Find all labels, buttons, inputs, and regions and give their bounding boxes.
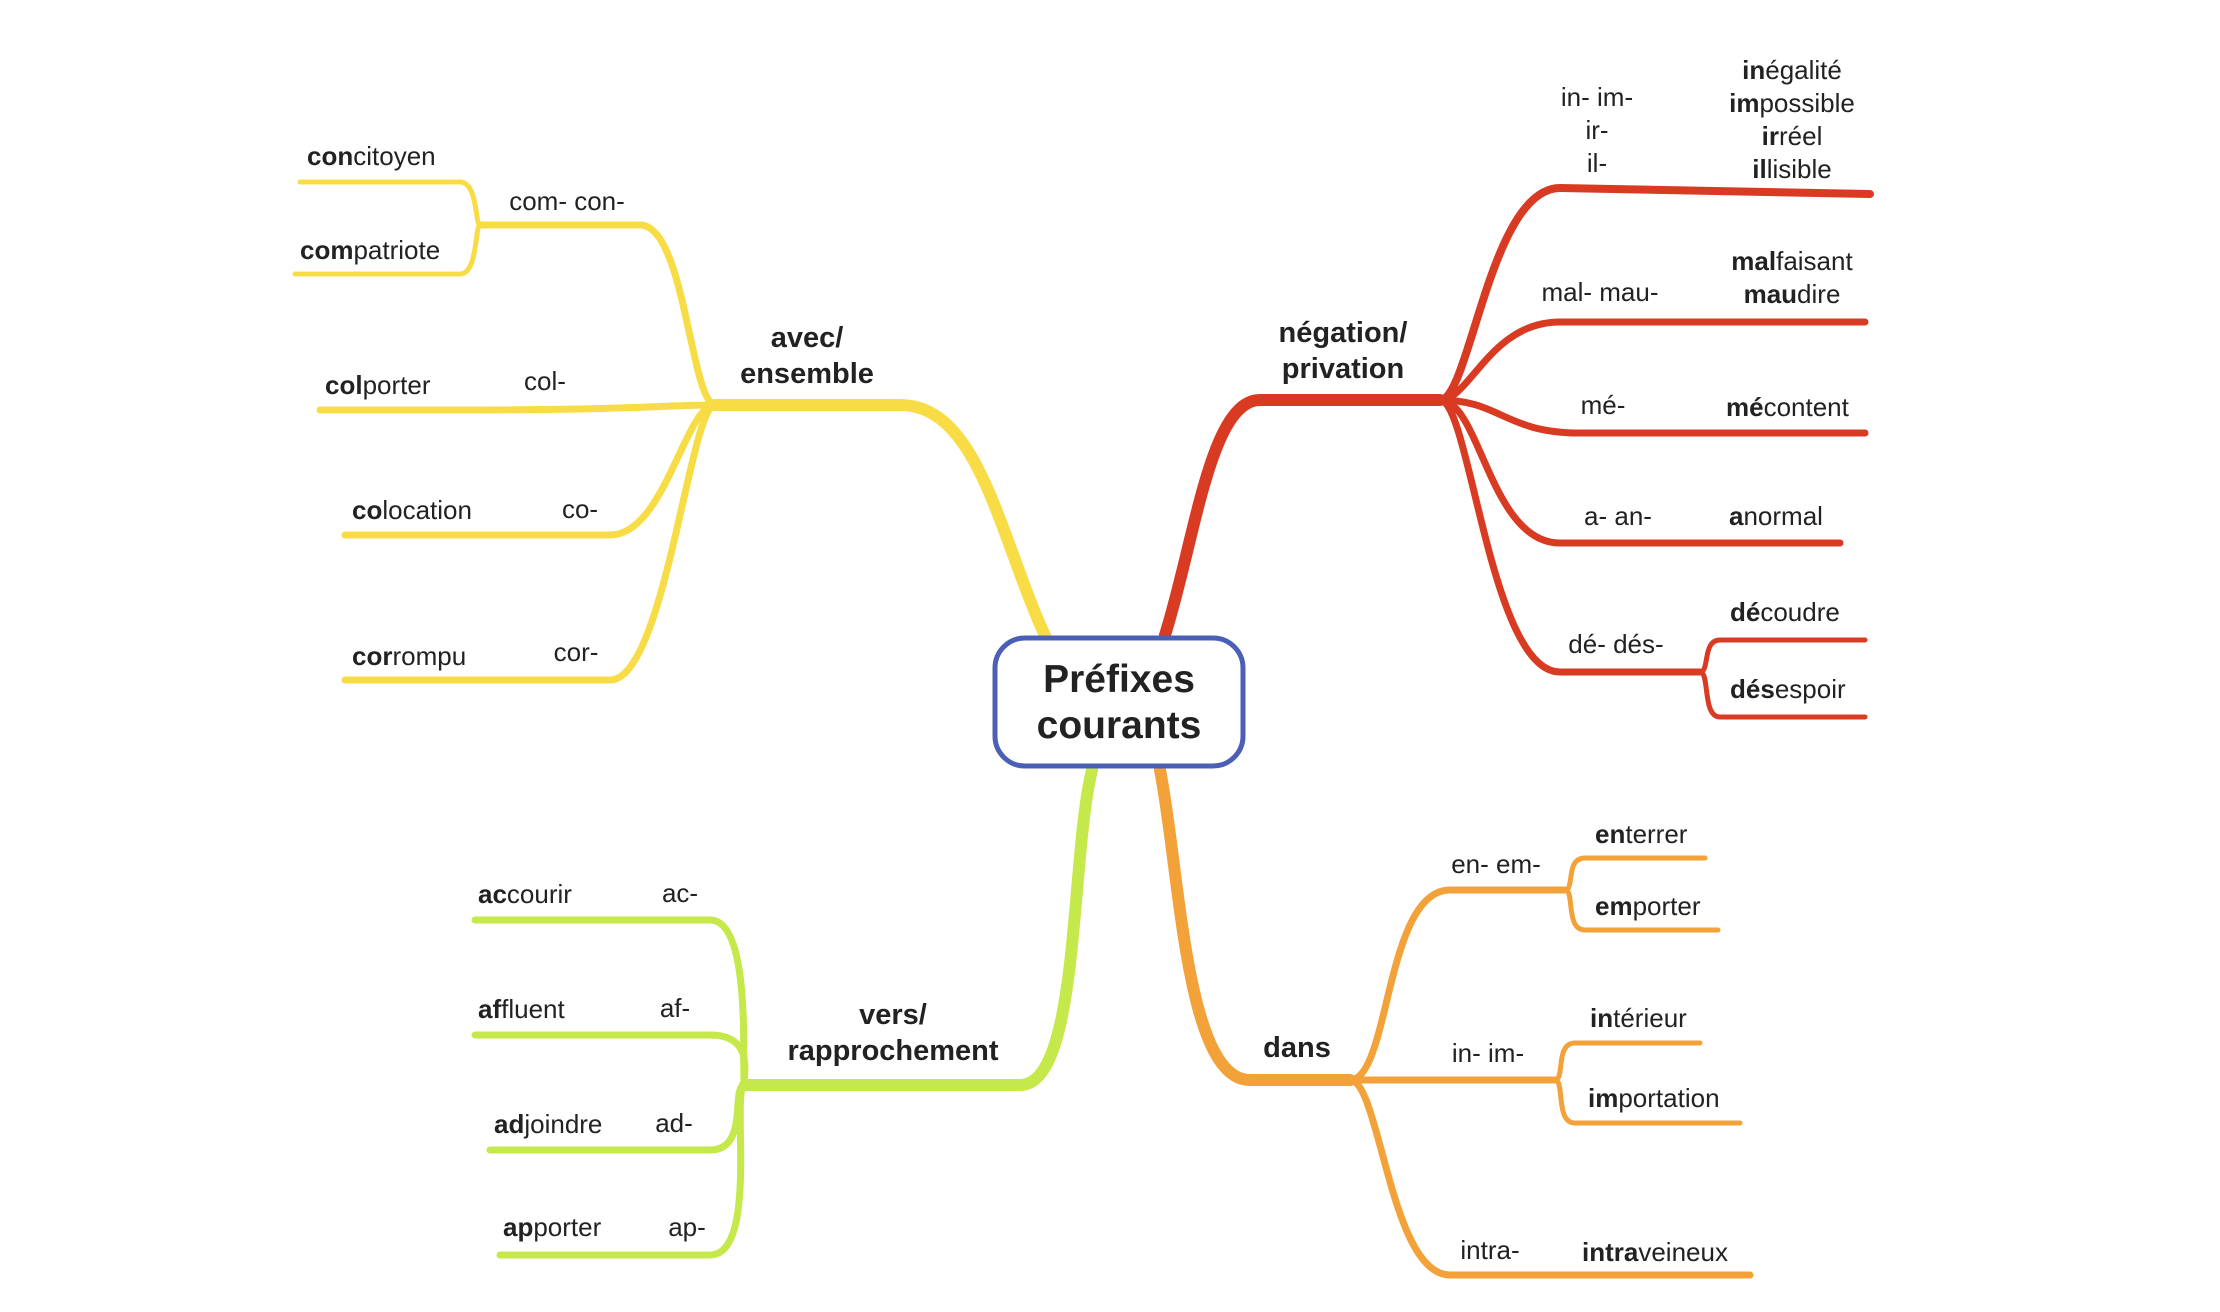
connector-vers-main bbox=[739, 764, 1098, 1091]
branch-label-negation-1: négation/ bbox=[1279, 317, 1408, 349]
connector-dans-main bbox=[1154, 764, 1356, 1086]
example-illisible: illisible bbox=[1752, 154, 1831, 184]
connector-avec-com-split bbox=[292, 179, 483, 277]
prefix-in-im-dans: in- im- bbox=[1452, 1038, 1524, 1068]
example-corrompu: corrompu bbox=[352, 641, 466, 671]
connector-negation-in bbox=[1436, 184, 1874, 404]
branch-avec bbox=[292, 179, 1053, 684]
central-title-line1: Préfixes bbox=[1043, 658, 1195, 701]
example-irreel: irréel bbox=[1762, 121, 1823, 151]
example-colocation: colocation bbox=[352, 495, 472, 525]
example-intraveineux: intraveineux bbox=[1582, 1237, 1728, 1267]
prefix-co: co- bbox=[562, 494, 598, 524]
prefix-intra: intra- bbox=[1460, 1235, 1519, 1265]
central-node: Préfixes courants bbox=[992, 635, 1246, 769]
connector-avec-col bbox=[316, 401, 719, 414]
prefix-ir: ir- bbox=[1585, 115, 1608, 145]
connector-dans-en-split bbox=[1562, 855, 1721, 933]
prefix-cor: cor- bbox=[554, 637, 599, 667]
prefix-il: il- bbox=[1587, 148, 1607, 178]
connector-vers-ap bbox=[496, 1081, 749, 1259]
example-enterrer: enterrer bbox=[1595, 819, 1688, 849]
example-anormal: anormal bbox=[1729, 501, 1823, 531]
connector-negation-main bbox=[1159, 394, 1446, 641]
connector-avec-cor bbox=[341, 401, 719, 684]
branch-vers bbox=[471, 764, 1098, 1259]
connector-vers-af bbox=[471, 1031, 749, 1089]
branch-label-avec-1: avec/ bbox=[771, 322, 844, 354]
example-mecontent: mécontent bbox=[1726, 392, 1850, 422]
example-apporter: apporter bbox=[503, 1212, 602, 1242]
branch-label-negation-2: privation bbox=[1282, 353, 1404, 385]
example-accourir: accourir bbox=[478, 879, 572, 909]
central-title-line2: courants bbox=[1037, 704, 1202, 747]
branch-label-vers-2: rapprochement bbox=[787, 1035, 998, 1067]
example-compatriote: compatriote bbox=[300, 235, 440, 265]
example-affluent: affluent bbox=[478, 994, 566, 1024]
example-desespoir: désespoir bbox=[1730, 674, 1846, 704]
example-emporter: emporter bbox=[1595, 891, 1701, 921]
connector-dans-en bbox=[1346, 886, 1569, 1084]
example-importation: importation bbox=[1588, 1083, 1720, 1113]
branch-dans bbox=[1154, 764, 1754, 1279]
connector-dans-in-split bbox=[1552, 1040, 1743, 1126]
branch-label-dans: dans bbox=[1263, 1032, 1331, 1064]
central-node-box bbox=[992, 635, 1246, 769]
example-interieur: intérieur bbox=[1590, 1003, 1687, 1033]
prefix-in-im: in- im- bbox=[1561, 82, 1633, 112]
example-adjoindre: adjoindre bbox=[494, 1109, 602, 1139]
prefix-com-con: com- con- bbox=[509, 186, 625, 216]
connector-avec-com bbox=[476, 221, 719, 409]
example-concitoyen: concitoyen bbox=[307, 141, 436, 171]
branch-label-avec-2: ensemble bbox=[740, 358, 874, 390]
connector-negation-me bbox=[1436, 396, 1869, 437]
prefix-af: af- bbox=[660, 993, 690, 1023]
branch-label-vers-1: vers/ bbox=[859, 999, 927, 1031]
prefix-me: mé- bbox=[1581, 390, 1626, 420]
prefix-col: col- bbox=[524, 366, 566, 396]
prefix-ad: ad- bbox=[655, 1108, 693, 1138]
example-inegalite: inégalité bbox=[1742, 55, 1842, 85]
prefix-ac: ac- bbox=[662, 878, 698, 908]
prefix-de-des: dé- dés- bbox=[1568, 629, 1663, 659]
connector-dans-intra bbox=[1346, 1076, 1754, 1279]
connector-negation-a bbox=[1436, 396, 1844, 547]
connector-negation-de-split bbox=[1697, 637, 1868, 720]
prefix-mal-mau: mal- mau- bbox=[1541, 277, 1658, 307]
connector-avec-co bbox=[341, 401, 719, 539]
connector-negation-mal bbox=[1436, 318, 1869, 404]
example-impossible: impossible bbox=[1729, 88, 1855, 118]
prefix-ap: ap- bbox=[668, 1212, 706, 1242]
prefix-en-em: en- em- bbox=[1451, 849, 1541, 879]
connector-negation-de bbox=[1436, 396, 1704, 676]
example-decoudre: découdre bbox=[1730, 597, 1840, 627]
example-malfaisant: malfaisant bbox=[1731, 246, 1853, 276]
example-colporter: colporter bbox=[325, 370, 431, 400]
branch-negation bbox=[1159, 184, 1874, 720]
connector-avec-main bbox=[709, 399, 1053, 646]
prefix-a-an: a- an- bbox=[1584, 501, 1652, 531]
example-maudire: maudire bbox=[1744, 279, 1841, 309]
